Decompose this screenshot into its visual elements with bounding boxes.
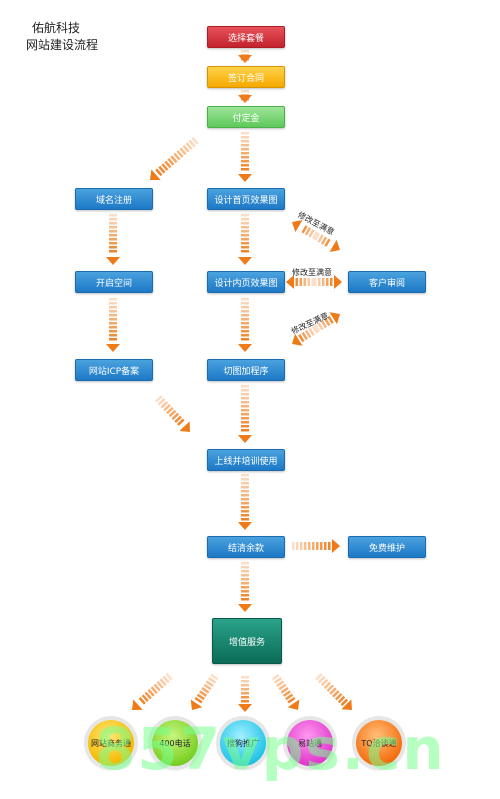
page-title: 网站建设流程 (26, 38, 99, 52)
company-name: 佑航科技 (32, 21, 81, 35)
service-tq-chat: TQ洽谈通 (356, 720, 402, 766)
arrow-value-s4 (271, 673, 300, 710)
arrow-home-inner (238, 214, 252, 265)
arrow-value-s3 (238, 676, 252, 712)
step-launch-training: 上线并培训使用 (207, 449, 285, 471)
arrow-review-home-a (292, 219, 319, 240)
arrow-settle-maintenance (292, 539, 340, 553)
watermark: 857vps.cn (95, 715, 446, 783)
step-client-review: 客户审阅 (348, 271, 426, 293)
step-settle-balance: 结清余款 (207, 536, 285, 558)
arrow-review-home-b (313, 232, 340, 253)
step-icp-filing: 网站ICP备案 (75, 359, 153, 381)
arrow-deposit-design (238, 132, 252, 182)
step-design-inner: 设计内页效果图 (207, 271, 285, 293)
arrow-review-slice-b (313, 312, 340, 333)
arrow-review-slice-a (292, 325, 319, 346)
service-400-phone: 400电话 (152, 720, 198, 766)
service-yizhantong: 易站通 (287, 720, 333, 766)
step-open-space: 开启空间 (75, 271, 153, 293)
step-slice-program: 切图加程序 (207, 359, 285, 381)
arrow-review-inner-b (314, 275, 342, 289)
arrow-inner-slice (238, 298, 252, 352)
arrow-launch-settle (238, 474, 252, 530)
arrow-domain-space (106, 214, 120, 265)
arrow-icp-launch (155, 395, 190, 432)
step-free-maintenance: 免费维护 (348, 536, 426, 558)
arrow-deposit-domain (150, 136, 199, 181)
arrow-space-icp (106, 298, 120, 352)
step-pay-deposit: 付定金 (207, 106, 285, 128)
step-design-home: 设计首页效果图 (207, 188, 285, 210)
service-sogou-promo: 搜狗推广 (220, 720, 266, 766)
step-value-added: 增值服务 (212, 618, 282, 664)
step-register-domain: 域名注册 (75, 188, 153, 210)
arrow-contract-deposit (238, 90, 252, 103)
arrow-plan-contract (238, 50, 252, 63)
step-choose-plan: 选择套餐 (207, 26, 285, 48)
arrow-value-s5 (315, 673, 352, 710)
arrow-value-s2 (190, 673, 219, 710)
arrow-review-inner-a (286, 275, 314, 289)
arrow-settle-value (238, 562, 252, 612)
note-revise-2: 修改至满意 (292, 268, 332, 277)
service-business-chat: 网站商务通 (88, 720, 134, 766)
arrow-value-s1 (132, 673, 173, 710)
arrow-slice-launch (238, 385, 252, 443)
step-sign-contract: 签订合同 (207, 66, 285, 88)
